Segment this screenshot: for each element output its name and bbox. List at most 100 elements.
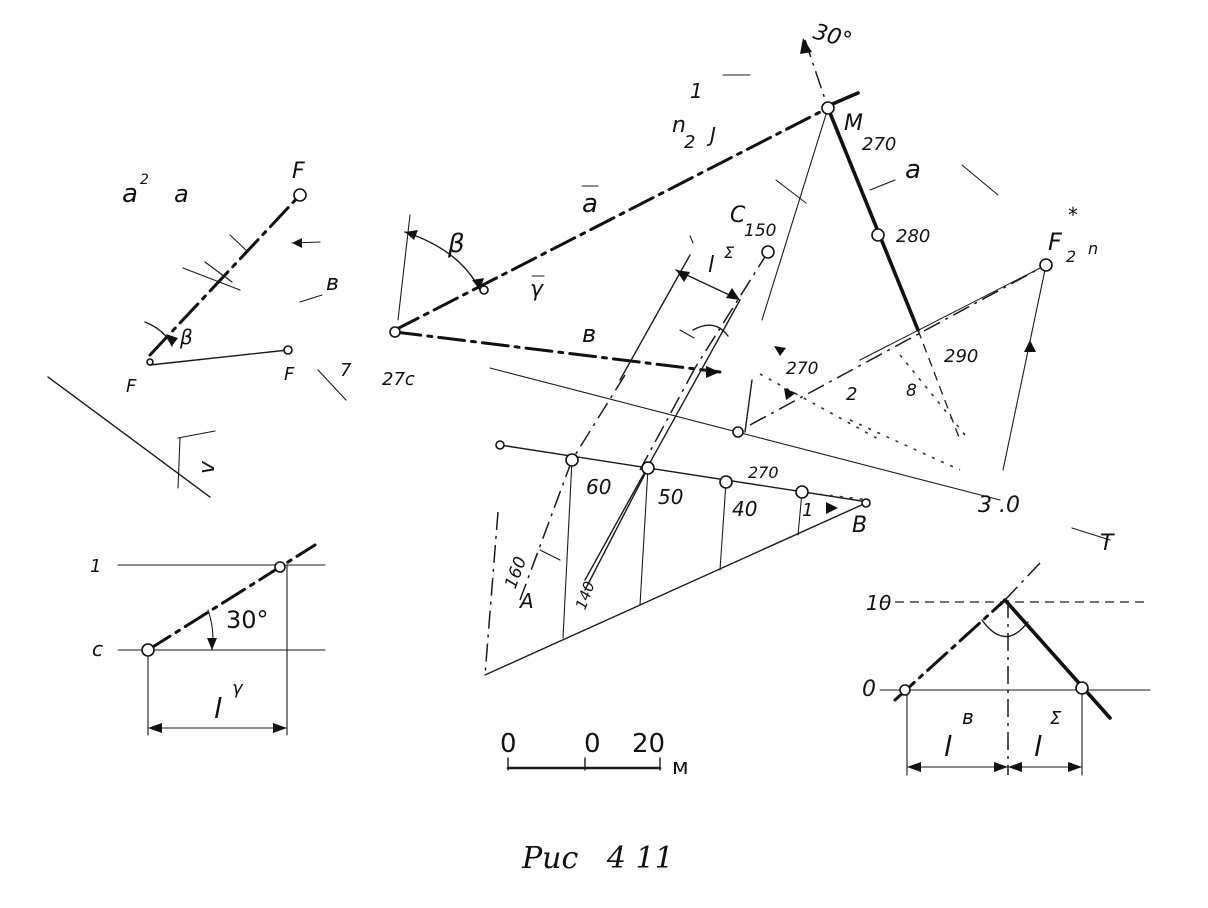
label-l-gamma: l <box>214 692 222 725</box>
triangle-left <box>484 511 499 676</box>
pt-40 <box>719 475 733 489</box>
left-tick-1 <box>182 267 241 291</box>
label-left-a: a <box>174 180 189 208</box>
label-a-right: a <box>905 155 921 185</box>
angle-arc-mid <box>692 324 729 337</box>
br-left-slope <box>893 598 1007 702</box>
label-gamma-top: γ <box>530 277 544 302</box>
bl-point-2 <box>274 561 286 573</box>
line-b <box>393 330 722 374</box>
label-left-beta: β <box>179 325 193 349</box>
scale-bar <box>506 757 662 771</box>
left-tick-2 <box>204 261 233 283</box>
left-line-a <box>148 193 302 357</box>
label-a-bar: a <box>582 189 598 219</box>
bl-angle-arrow <box>207 638 217 650</box>
label-left-a2: a <box>122 179 138 209</box>
label-l-s-sup: Σ <box>1050 708 1062 729</box>
bl-dim-arrow-l <box>148 723 162 733</box>
bottom-right-construction <box>879 562 1151 776</box>
left-point-F-right <box>283 345 293 355</box>
label-270-left: 27c <box>382 369 415 390</box>
beta-arc <box>404 231 481 291</box>
thick-tick-M <box>828 91 860 107</box>
long-thin-line <box>489 367 1001 501</box>
left-box-v <box>177 437 181 489</box>
dim-arrow-2 <box>726 288 740 300</box>
br-arrow-3 <box>1008 762 1022 772</box>
label-1: 1 <box>802 500 813 521</box>
line-F2-bottom <box>1002 264 1047 471</box>
left-long-edge <box>47 376 211 498</box>
left-beta-arrow <box>166 334 178 346</box>
label-left-b: в <box>326 271 339 296</box>
vert-2 <box>639 467 649 606</box>
label-scale-0a: 0 <box>500 729 517 759</box>
label-top-angle: 30° <box>810 20 854 54</box>
left-point-F-top <box>293 188 307 202</box>
br-point-left <box>899 684 911 696</box>
pt-F2 <box>1039 258 1053 272</box>
main-construction <box>389 38 1111 676</box>
arrow-F2 <box>1024 340 1036 352</box>
label-3-0: 3 .0 <box>978 493 1020 518</box>
left-slash <box>317 369 347 401</box>
label-l-s: l <box>1034 730 1042 763</box>
label-A: A <box>518 589 534 613</box>
triangle-bottom <box>484 502 867 676</box>
label-C-sub: 150 <box>744 221 776 241</box>
label-M-sub: 270 <box>862 134 896 155</box>
label-left-F-right: F <box>284 364 295 385</box>
label-50: 50 <box>658 485 683 509</box>
tick-arc-mid <box>679 329 695 339</box>
label-2: 2 <box>846 384 857 405</box>
label-140: 140 <box>572 579 599 612</box>
tick-top-2 <box>961 164 999 196</box>
label-top-1: 1 <box>690 79 703 103</box>
dotted-mid-3 <box>899 354 966 436</box>
label-top-j: J <box>706 123 716 147</box>
bottom-left-construction <box>117 543 326 736</box>
dim-vert-1 <box>619 254 691 381</box>
left-line-b <box>149 349 289 366</box>
label-B: B <box>852 513 867 538</box>
arrow-mid-1 <box>784 388 796 400</box>
left-b-tick <box>299 294 323 303</box>
label-l-sigma-top: l <box>708 253 714 278</box>
label-bot-1: 1 <box>90 556 101 577</box>
labels: 30° 1 n 2 J M 270 a 280 a C 150 l Σ F * … <box>90 20 1115 876</box>
br-right-slope <box>1003 598 1112 720</box>
label-F-star-sup: * <box>1068 203 1078 227</box>
label-290: 290 <box>944 346 978 367</box>
tick-160 <box>539 549 561 561</box>
line-a-bar <box>393 106 830 332</box>
tick-left-mid <box>689 235 694 244</box>
label-top-2: 2 <box>684 132 695 153</box>
slant-1 <box>639 367 696 471</box>
label-F-star-sub: 2 <box>1066 247 1076 266</box>
label-l-gamma-sup: γ <box>232 678 244 699</box>
label-l-sigma-top-sup: Σ <box>724 243 735 262</box>
label-160: 160 <box>501 554 531 591</box>
arrow-1-base <box>826 502 838 514</box>
pt-mid <box>732 426 744 438</box>
label-T: T <box>1100 531 1115 556</box>
base-line-ext <box>799 491 871 501</box>
tick-T <box>1071 527 1111 541</box>
tick-a-right <box>869 179 896 191</box>
beta-arrow-1 <box>405 230 418 240</box>
label-left-F-top: F <box>292 159 305 184</box>
slant-2 <box>571 374 626 461</box>
pt-1 <box>795 485 809 499</box>
label-scale-unit: м <box>672 755 689 780</box>
label-60: 60 <box>586 475 611 499</box>
pt-50 <box>641 461 655 475</box>
dim-arrow-1 <box>676 270 690 282</box>
label-scale-20: 20 <box>632 729 665 759</box>
label-right-10: 10 <box>866 591 891 615</box>
line-C-dash <box>694 251 769 369</box>
br-top-ext <box>1004 562 1041 601</box>
label-left-v: v <box>195 460 220 474</box>
label-angle30: 30° <box>226 606 269 634</box>
